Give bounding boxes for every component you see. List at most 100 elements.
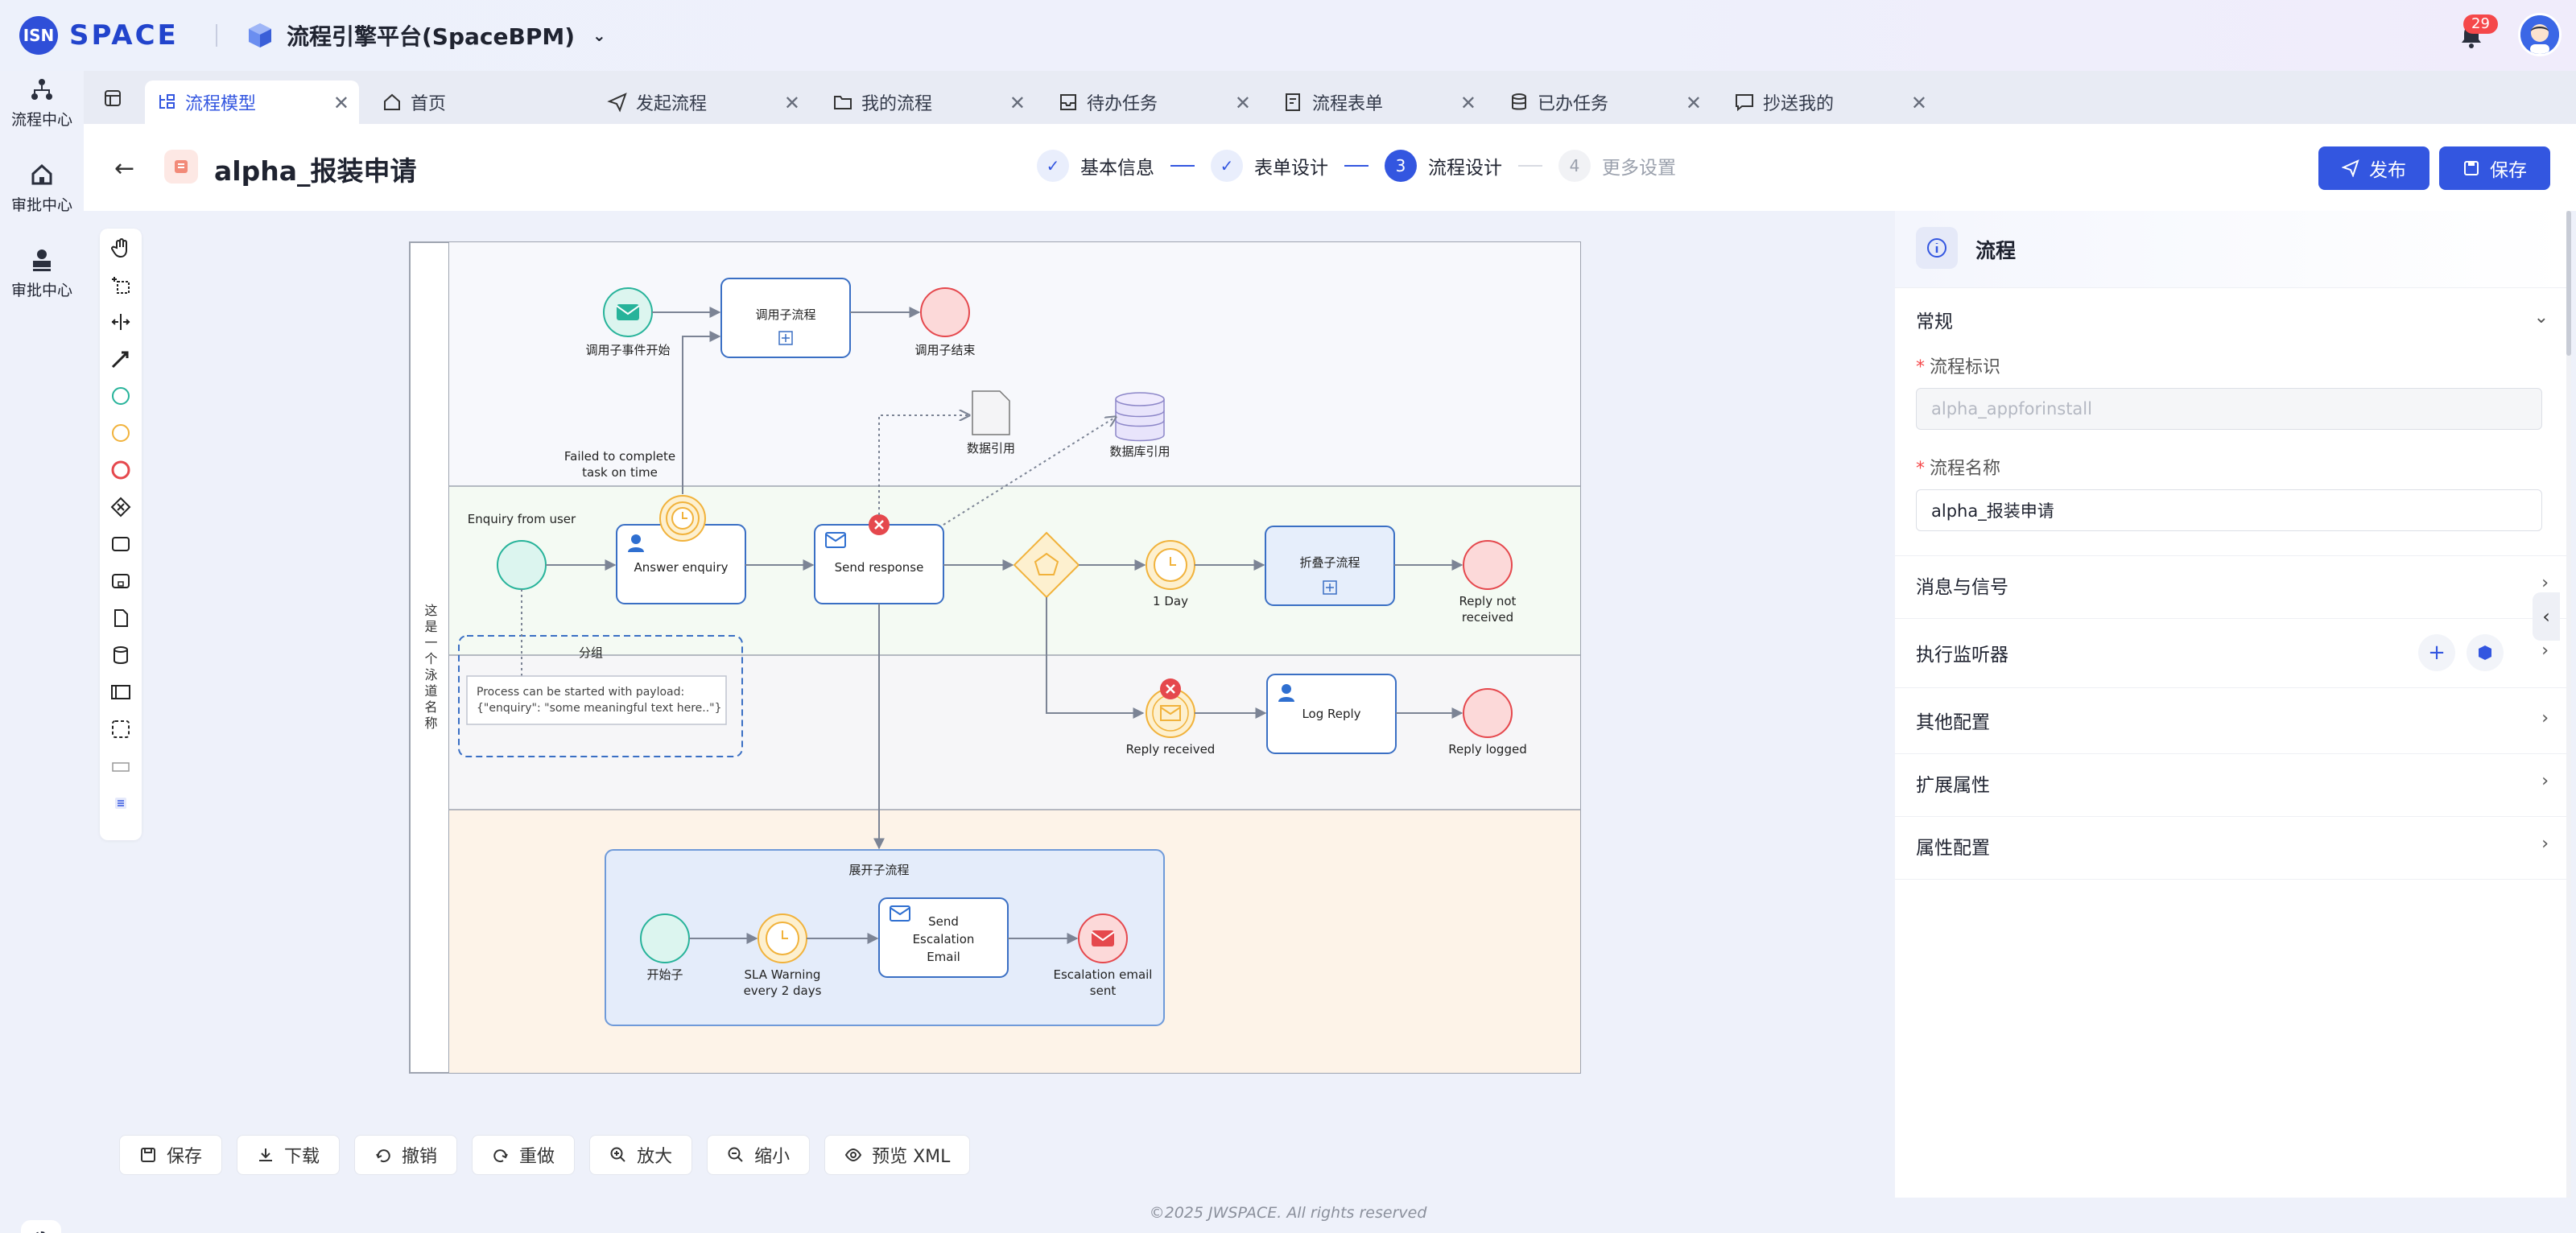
space-tool-icon[interactable] [106,307,135,336]
sidebar-item-approval-home[interactable]: 审批中心 [0,163,84,215]
properties-panel: 流程 常规 ⌄ *流程标识 alpha_appforinstall *流程名称 … [1895,211,2570,1198]
task-icon[interactable] [106,530,135,559]
step-label[interactable]: 流程设计 [1428,158,1502,179]
call-activity[interactable] [720,278,851,358]
close-icon[interactable]: ✕ [1910,92,1927,114]
button-label: 保存 [167,1147,203,1167]
sidebar-item-approval-center[interactable]: 审批中心 [0,248,84,300]
preview-xml-button[interactable]: 预览 XML [824,1135,971,1175]
node-label: received [1462,610,1513,625]
gateway-icon[interactable] [106,493,135,522]
start-event[interactable] [497,540,547,590]
download-button[interactable]: 下载 [237,1135,341,1175]
text-annotation[interactable] [466,675,727,725]
add-listener-button[interactable]: + [2418,634,2455,671]
close-icon[interactable]: ✕ [783,92,800,114]
tab-menu-icon[interactable] [103,89,122,108]
close-icon[interactable]: ✕ [332,92,349,114]
zoom-in-button[interactable]: 放大 [589,1135,693,1175]
tab-home[interactable]: 首页 [370,80,584,124]
sidebar-item-label: 审批中心 [10,196,72,214]
listener-config-button[interactable] [2467,634,2504,671]
close-icon[interactable]: ✕ [1685,92,1702,114]
tab-bar: 流程模型 ✕ 首页 发起流程 ✕ 我的流程 ✕ 待办任务 ✕ 流程表单 ✕ 已办… [84,71,2576,124]
save-label: 保存 [2490,160,2527,181]
inbox-icon [1060,94,1076,110]
tab-my-process[interactable]: 我的流程 ✕ [821,80,1035,124]
data-store-icon[interactable] [106,641,135,670]
avatar[interactable] [2518,13,2562,56]
tab-cc-me[interactable]: 抄送我的 ✕ [1723,80,1937,124]
section-attributes[interactable]: 属性配置 › [1916,832,2549,860]
lasso-tool-icon[interactable] [106,270,135,299]
end-event-icon[interactable] [106,456,135,485]
step-label[interactable]: 表单设计 [1254,158,1328,179]
node-label: Reply logged [1448,742,1526,757]
folder-icon [834,96,852,109]
canvas-save-button[interactable]: 保存 [119,1135,223,1175]
message-icon [1736,94,1753,112]
platform-selector[interactable]: 流程引擎平台(SpaceBPM) ⌄ [246,19,606,52]
scrollbar-thumb[interactable] [2566,211,2571,356]
tab-label: 流程表单 [1312,94,1384,114]
tab-label: 首页 [411,94,447,114]
tab-label: 已办任务 [1538,94,1609,114]
close-icon[interactable]: ✕ [1459,92,1476,114]
tab-start-process[interactable]: 发起流程 ✕ [596,80,810,124]
palette [100,229,142,840]
end-event[interactable] [1463,688,1513,738]
close-icon[interactable]: ✕ [1009,92,1026,114]
section-general[interactable]: 常规 ⌄ [1916,306,2549,333]
tab-process-model[interactable]: 流程模型 ✕ [145,80,359,124]
pool-icon[interactable] [106,678,135,707]
logo[interactable]: ISN SPACE [19,16,179,55]
undo-button[interactable]: 撤销 [354,1135,458,1175]
step-label[interactable]: 更多设置 [1602,158,1676,179]
data-store[interactable] [1115,392,1165,442]
data-object[interactable] [972,390,1010,435]
process-name-field[interactable]: alpha_报装申请 [1916,489,2542,531]
tab-todo[interactable]: 待办任务 ✕ [1046,80,1261,124]
section-extension[interactable]: 扩展属性 › [1916,769,2549,797]
panel-collapse-handle[interactable]: ‹ [2533,592,2560,641]
settings-button[interactable] [21,1220,61,1233]
text-annotation-icon[interactable] [106,752,135,781]
section-other[interactable]: 其他配置 › [1916,707,2549,734]
close-icon[interactable]: ✕ [1234,92,1251,114]
section-messages[interactable]: 消息与信号 › [1916,571,2549,599]
connect-tool-icon[interactable] [106,344,135,373]
group-icon[interactable] [106,715,135,744]
more-tools-icon[interactable] [106,789,135,818]
intermediate-event-icon[interactable] [106,419,135,447]
redo-button[interactable]: 重做 [472,1135,576,1175]
tab-label: 待办任务 [1087,94,1158,114]
sidebar-item-flow-center[interactable]: 流程中心 [0,77,84,130]
process-id-field[interactable]: alpha_appforinstall [1916,388,2542,430]
button-label: 缩小 [754,1147,791,1167]
step-label[interactable]: 基本信息 [1080,158,1154,179]
lane-1[interactable] [449,242,1580,486]
chevron-down-icon: ⌄ [2533,307,2549,328]
chevron-right-icon: › [2541,641,2549,661]
start-event[interactable] [640,913,690,963]
subprocess-icon[interactable] [106,567,135,596]
node-label: Send response [835,560,924,575]
tab-done-tasks[interactable]: 已办任务 ✕ [1497,80,1711,124]
end-event[interactable] [920,287,970,337]
chevron-left-icon: ‹ [2542,605,2550,628]
publish-button[interactable]: 发布 [2318,146,2429,190]
start-event-icon[interactable] [106,381,135,410]
save-button[interactable]: 保存 [2439,146,2550,190]
data-object-icon[interactable] [106,604,135,633]
back-arrow-icon[interactable]: ← [114,155,135,183]
bpmn-canvas[interactable]: 这是一个泳道名称 调用子事件开始 调用子流程 调用子结束 数据引用 数据库引用 … [84,211,1890,1198]
panel-scrollbar[interactable] [2566,211,2571,1198]
section-listeners[interactable]: 执行监听器 › [1916,639,2549,666]
step-number: 3 [1385,150,1417,182]
end-event[interactable] [1463,540,1513,590]
tab-process-form[interactable]: 流程表单 ✕ [1272,80,1486,124]
zoom-out-icon [728,1147,743,1162]
zoom-out-button[interactable]: 缩小 [707,1135,811,1175]
hand-tool-icon[interactable] [106,233,135,262]
form-icon [1286,93,1300,111]
